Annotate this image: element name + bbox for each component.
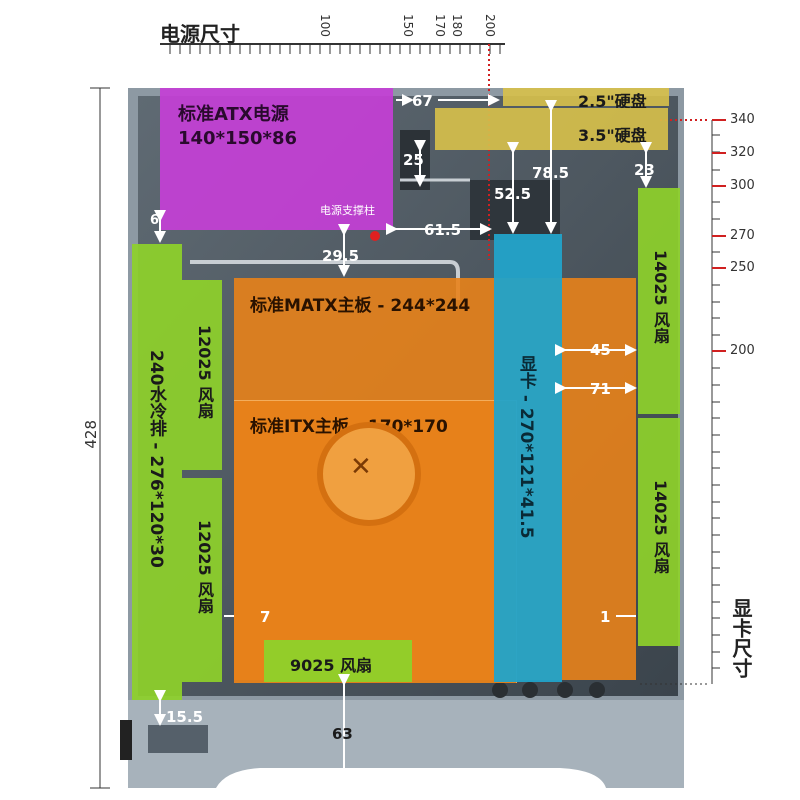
psu-block <box>160 88 393 230</box>
psu-ruler-tick-200: 200 <box>483 14 497 37</box>
gpu-ruler-tick-270: 270 <box>730 228 755 243</box>
dim-23: 23 <box>634 161 655 179</box>
dim-63: 63 <box>332 725 353 743</box>
dim-15-5: 15.5 <box>166 708 204 726</box>
gpu-block <box>494 234 562 682</box>
hdd25-block <box>503 88 669 106</box>
fan-right-bottom-block <box>638 418 680 646</box>
dim-52-5: 52.5 <box>494 185 532 203</box>
psu-ruler-tick-180: 180 <box>450 14 464 37</box>
hdd25-label: 2.5"硬盘 <box>578 92 647 111</box>
matx-label: 标准MATX主板 - 244*244 <box>250 296 471 316</box>
fan-right-top-label: 14025 风扇 <box>651 250 670 344</box>
psu-support-marker <box>370 231 380 241</box>
radiator-block <box>132 244 182 700</box>
dim-29-5: 29.5 <box>322 247 360 265</box>
gpu-ruler-tick-250: 250 <box>730 260 755 275</box>
fan-left-bottom-label: 12025 风扇 <box>195 520 214 614</box>
fan-left-top-label: 12025 风扇 <box>195 325 214 419</box>
gpu-ruler-tick-320: 320 <box>730 145 755 160</box>
fan-right-top-block <box>638 188 680 414</box>
dim-71: 71 <box>590 380 611 398</box>
dim-1: 1 <box>600 608 611 626</box>
case-height-ruler <box>90 87 110 789</box>
psu-ruler-tick-150: 150 <box>401 14 415 37</box>
gpu-ruler-tick-300: 300 <box>730 178 755 193</box>
hdd35-label: 3.5"硬盘 <box>578 126 647 145</box>
psu-ruler-title: 电源尺寸 <box>160 22 240 46</box>
psu-support-label: 电源支撑柱 <box>320 204 375 217</box>
dim-45: 45 <box>590 341 611 359</box>
psu-name: 标准ATX电源 <box>178 104 289 125</box>
psu-ruler <box>160 43 505 54</box>
cpu-cooler-x-icon: ✕ <box>350 452 372 482</box>
gpu-ruler-tick-200: 200 <box>730 343 755 358</box>
cpu-cooler <box>317 422 421 526</box>
gpu-ruler-tick-340: 340 <box>730 112 755 127</box>
fan-left-bottom-block <box>182 478 222 682</box>
dim-25: 25 <box>403 151 424 169</box>
psu-size: 140*150*86 <box>178 128 298 149</box>
dim-61-5: 61.5 <box>424 221 462 239</box>
gpu-ruler-title: 显卡尺寸 <box>729 598 753 678</box>
fan-right-bottom-label: 14025 风扇 <box>651 480 670 574</box>
dim-67: 67 <box>412 92 433 110</box>
psu-ruler-tick-170: 170 <box>433 14 447 37</box>
fan-bottom-label: 9025 风扇 <box>290 656 373 675</box>
gpu-label: 显卡 - 270*121*41.5 <box>516 355 536 539</box>
dim-7: 7 <box>260 608 271 626</box>
fan-left-top-block <box>182 280 222 470</box>
dim-78-5: 78.5 <box>532 164 570 182</box>
radiator-label: 240水冷排 - 276*120*30 <box>146 350 166 568</box>
dim-6: 6 <box>150 213 160 228</box>
psu-ruler-tick-100: 100 <box>318 14 332 37</box>
